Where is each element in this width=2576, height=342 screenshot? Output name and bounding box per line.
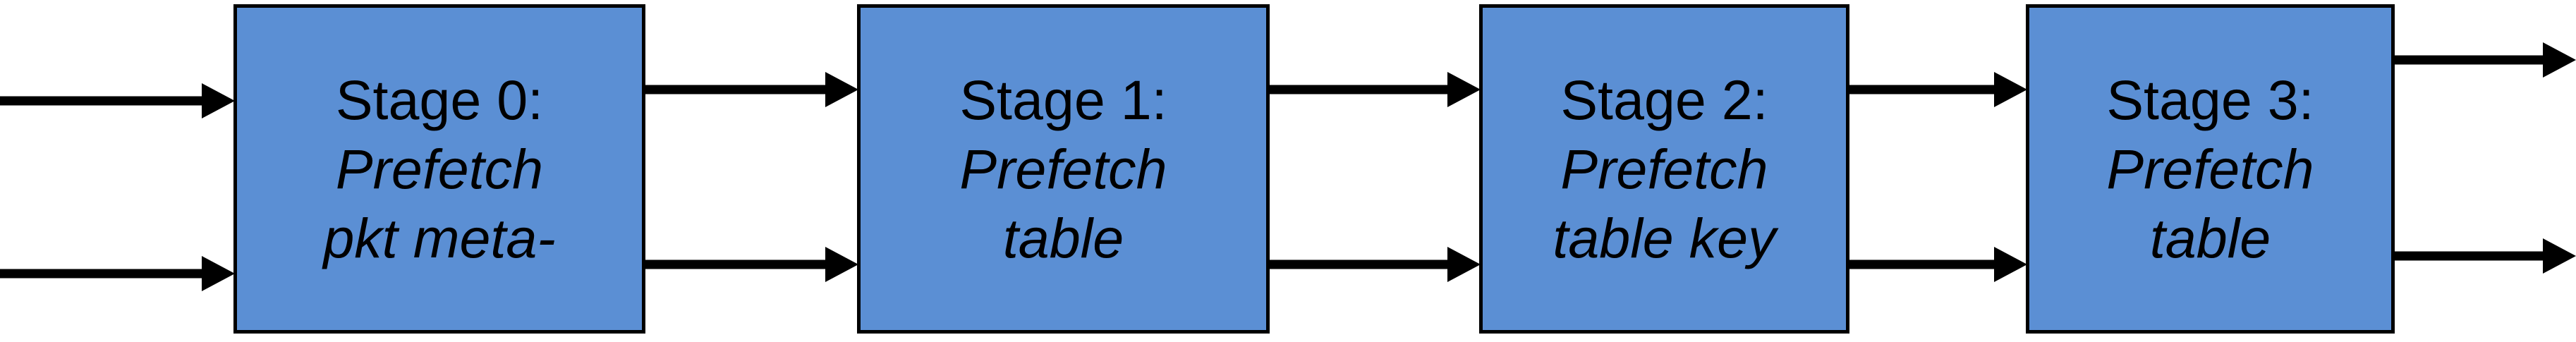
- stage-description-line-2-1: table key: [1553, 206, 1776, 269]
- output-arrow-bottom: [2393, 238, 2576, 274]
- stage2-to-stage3-arrow-top: [1848, 71, 2027, 108]
- stage-title-1: Stage 1:: [959, 68, 1167, 131]
- stage1-to-stage2-arrow-top: [1268, 71, 1481, 108]
- stage-description-line-0-0: Prefetch: [335, 137, 544, 200]
- stage-title-2: Stage 2:: [1560, 68, 1768, 131]
- stage2-to-stage3-arrow-bottom: [1848, 246, 2027, 283]
- input-arrow-bottom: [0, 255, 235, 292]
- stage-description-line-0-1: pkt meta-: [323, 206, 556, 269]
- output-arrow-top: [2393, 42, 2576, 78]
- input-arrow-top: [0, 83, 235, 119]
- stage0-to-stage1-arrow-bottom: [644, 246, 858, 283]
- stage0-to-stage1-arrow-top: [644, 71, 858, 108]
- stage-title-3: Stage 3:: [2106, 68, 2314, 131]
- stage-title-0: Stage 0:: [335, 68, 544, 131]
- stage-description-line-1-1: table: [1002, 206, 1124, 269]
- stage-description-line-1-0: Prefetch: [959, 137, 1167, 200]
- stage-description-line-3-0: Prefetch: [2106, 137, 2314, 200]
- stage1-to-stage2-arrow-bottom: [1268, 246, 1481, 283]
- stage-description-line-3-1: table: [2149, 206, 2271, 269]
- stage-description-line-2-0: Prefetch: [1560, 137, 1768, 200]
